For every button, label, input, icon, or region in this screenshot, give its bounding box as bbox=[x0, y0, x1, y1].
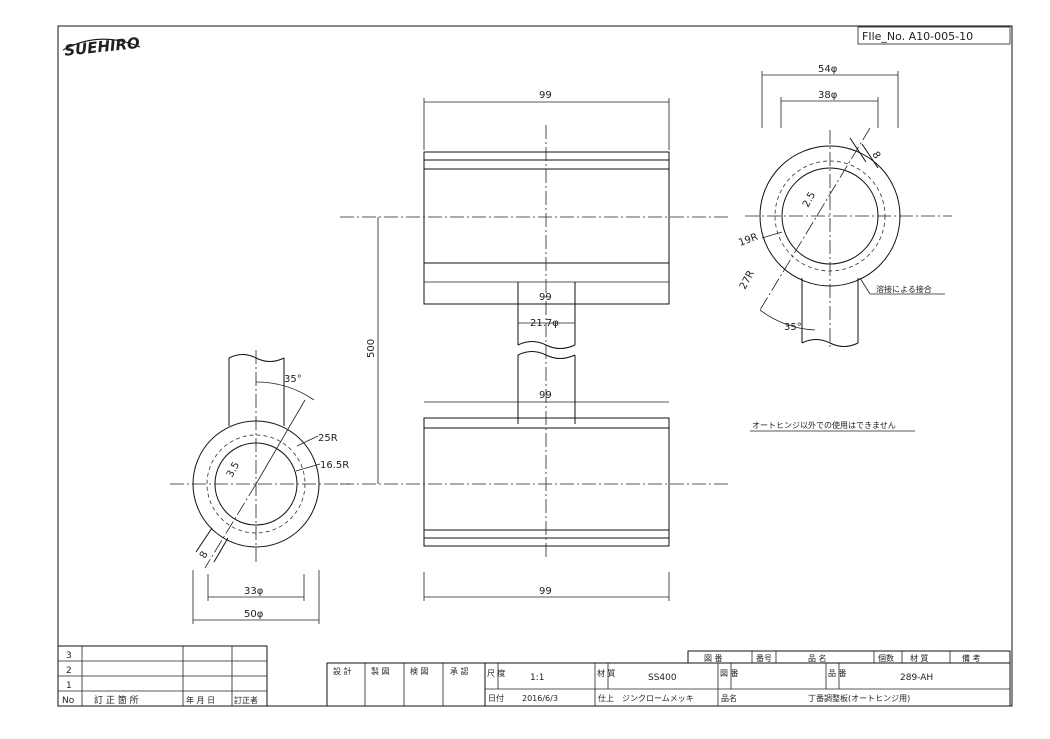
date-value: 2016/6/3 bbox=[522, 694, 558, 703]
parts-header-drawing: 図 番 bbox=[704, 653, 723, 663]
dim-right-thick: 8 bbox=[869, 150, 882, 161]
part-no-value: 289-AH bbox=[900, 673, 933, 683]
rev-header-by: 訂正者 bbox=[234, 695, 258, 705]
usage-note: オートヒンジ以外での使用はできません bbox=[752, 420, 896, 430]
weld-note: 溶接による接合 bbox=[876, 284, 932, 294]
dim-stem-dia: 21.7φ bbox=[530, 318, 559, 329]
left-side-view: 35° 25R 16.5R 3.5 8 33φ 50φ bbox=[170, 350, 350, 624]
rev-row-1: 1 bbox=[66, 681, 72, 691]
right-side-view: 54φ 38φ 8 2.5 19R 27R 35° 溶接による接合 bbox=[737, 64, 952, 350]
finish-label: 仕上 bbox=[598, 693, 614, 703]
approval-check: 検 図 bbox=[410, 666, 429, 676]
approval-approve: 承 認 bbox=[450, 666, 469, 676]
dim-right-weld: 2.5 bbox=[801, 190, 818, 209]
material-label: 材 質 bbox=[597, 668, 616, 678]
rev-header-date: 年 月 日 bbox=[186, 695, 215, 705]
dim-right-inner-dia: 38φ bbox=[818, 90, 838, 101]
suehiro-logo: SUEHIRO bbox=[62, 34, 141, 60]
parts-header-notes: 備 考 bbox=[962, 653, 981, 663]
dim-mid-width: 99 bbox=[539, 292, 552, 303]
dim-left-angle: 35° bbox=[284, 374, 302, 385]
lower-tube-outline bbox=[423, 417, 670, 547]
parts-header-number: 番号 bbox=[756, 653, 772, 663]
scale-label: 尺 度 bbox=[487, 668, 506, 678]
approval-design: 設 計 bbox=[333, 666, 352, 676]
dim-lower-width: 99 bbox=[539, 390, 552, 401]
rev-header-no: No bbox=[62, 696, 75, 706]
name-label: 品名 bbox=[721, 693, 737, 703]
file-no-box bbox=[857, 26, 1011, 45]
logo-text: SUEHIRO bbox=[63, 34, 140, 60]
drawing-frame bbox=[57, 25, 1013, 707]
rev-header-desc: 訂 正 箇 所 bbox=[94, 694, 139, 706]
dim-left-outer-r: 25R bbox=[318, 433, 338, 444]
parts-header-name: 品 名 bbox=[808, 653, 827, 663]
top-tube-outline bbox=[423, 151, 670, 305]
dim-right-angle: 35° bbox=[784, 322, 802, 333]
dim-left-weld: 3.5 bbox=[225, 460, 242, 479]
drawing-no-label: 図 番 bbox=[720, 668, 739, 678]
dim-top-width: 99 bbox=[539, 90, 552, 101]
part-no-label: 品 番 bbox=[828, 668, 847, 678]
parts-header-material: 材 質 bbox=[910, 653, 929, 663]
rev-row-3: 3 bbox=[66, 651, 72, 661]
date-label: 日付 bbox=[488, 693, 504, 703]
dim-right-r1: 19R bbox=[737, 232, 759, 249]
file-no: FIle_No. A10-005-10 bbox=[862, 30, 973, 43]
parts-header-qty: 個数 bbox=[878, 653, 894, 663]
dim-left-inner-dia: 33φ bbox=[244, 586, 264, 597]
dim-right-r2: 27R bbox=[738, 269, 757, 292]
dim-left-thick: 8 bbox=[198, 550, 211, 561]
title-block: 図 番 番号 品 名 個数 材 質 備 考 設 計 製 図 検 図 承 認 尺 … bbox=[326, 650, 1011, 707]
dim-bottom-width: 99 bbox=[539, 586, 552, 597]
dim-vertical-span: 500 bbox=[366, 339, 377, 358]
material-value: SS400 bbox=[648, 673, 677, 683]
scale-value: 1:1 bbox=[530, 673, 544, 683]
approval-draft: 製 図 bbox=[371, 666, 390, 676]
revision-table: 3 2 1 No 訂 正 箇 所 年 月 日 訂正者 bbox=[57, 645, 268, 707]
name-value: 丁番調整板(オートヒンジ用) bbox=[808, 693, 910, 703]
dim-right-outer-dia: 54φ bbox=[818, 64, 838, 75]
front-view: 99 99 21.7φ 99 99 500 bbox=[340, 90, 730, 601]
finish-value: ジンクロームメッキ bbox=[622, 694, 694, 703]
dim-left-outer-dia: 50φ bbox=[244, 609, 264, 620]
dim-left-inner-r: 16.5R bbox=[320, 460, 349, 471]
rev-row-2: 2 bbox=[66, 666, 72, 676]
